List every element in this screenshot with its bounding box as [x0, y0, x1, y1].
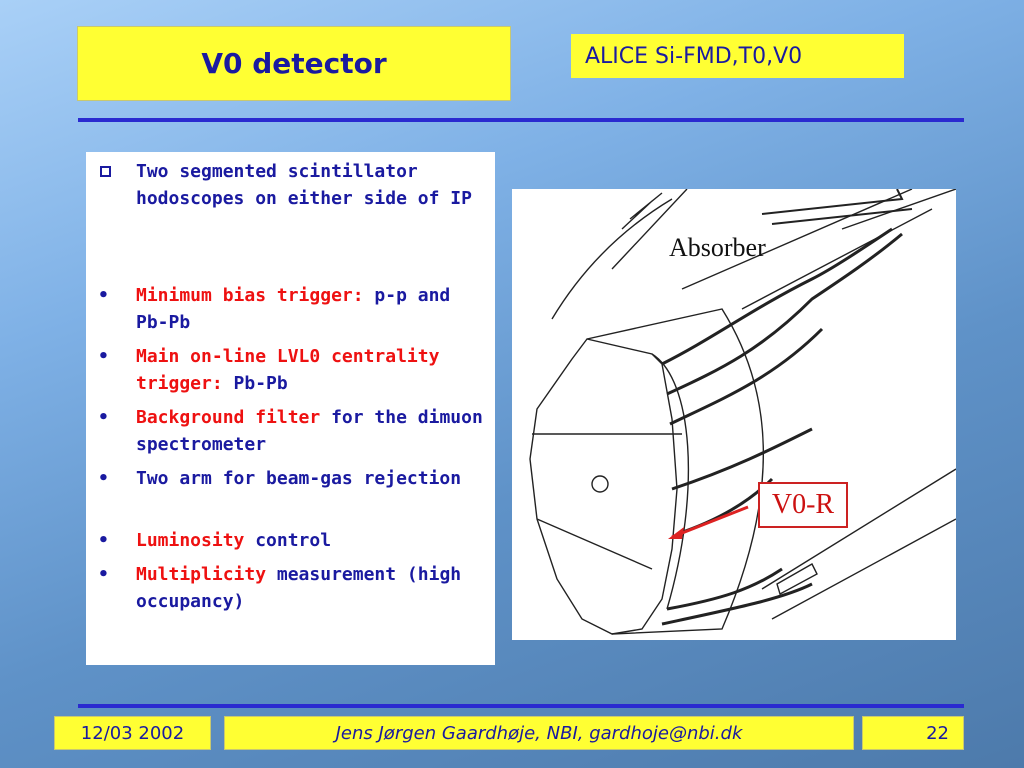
bullet-highlight: Background filter — [136, 407, 321, 428]
bullet-highlight: Luminosity — [136, 530, 245, 551]
bullet-rest: measurement (high occupancy) — [136, 564, 462, 612]
bullet-icon: • — [98, 407, 109, 428]
bullet-icon: • — [98, 285, 109, 306]
detector-drawing: Absorber V0-R — [512, 189, 956, 640]
bullet-icon: • — [98, 346, 109, 367]
footer-date: 12/03 2002 — [54, 716, 211, 750]
v0r-label-box: V0-R — [758, 482, 848, 528]
absorber-label: Absorber — [669, 233, 766, 262]
bullet-highlight: Minimum bias trigger: — [136, 285, 364, 306]
v0r-arrow — [671, 505, 749, 539]
top-divider — [78, 118, 964, 122]
bottom-divider — [78, 704, 964, 708]
bullet-icon: • — [98, 530, 109, 551]
footer-page-number: 22 — [862, 716, 964, 750]
footer-author: Jens Jørgen Gaardhøje, NBI, gardhoje@nbi… — [224, 716, 854, 750]
bullet-rest: p-p and Pb-Pb — [136, 285, 451, 333]
slide-title: V0 detector — [201, 47, 387, 80]
detector-line-drawing — [529, 189, 956, 635]
bullet-text: Two segmented scintillator hodoscopes on… — [136, 161, 472, 209]
v0r-arrowhead-icon — [668, 527, 684, 539]
v0r-label: V0-R — [771, 489, 835, 520]
bullet-text: Two arm for beam-gas rejection — [136, 468, 462, 489]
bullet-rest: control — [244, 530, 332, 551]
checkbox-square-icon — [98, 158, 122, 185]
footer-author-text: Jens Jørgen Gaardhøje, NBI, gardhoje@nbi… — [335, 722, 743, 744]
footer-page-text: 22 — [926, 722, 949, 744]
footer-date-text: 12/03 2002 — [80, 722, 185, 744]
bullet-highlight: Main on-line LVL0 centrality trigger: — [136, 346, 440, 394]
bullet-rest: Pb-Pb — [222, 373, 288, 394]
header-tag-box: ALICE Si-FMD,T0,V0 — [571, 34, 904, 78]
bullet-icon: • — [98, 564, 109, 585]
title-box: V0 detector — [77, 26, 511, 101]
bullet-rest: for the dimuon spectrometer — [136, 407, 483, 455]
bullet-panel: Two segmented scintillator hodoscopes on… — [86, 152, 495, 665]
bullet-highlight: Multiplicity — [136, 564, 267, 585]
bullet-icon: • — [98, 468, 109, 489]
header-tag: ALICE Si-FMD,T0,V0 — [585, 43, 803, 69]
